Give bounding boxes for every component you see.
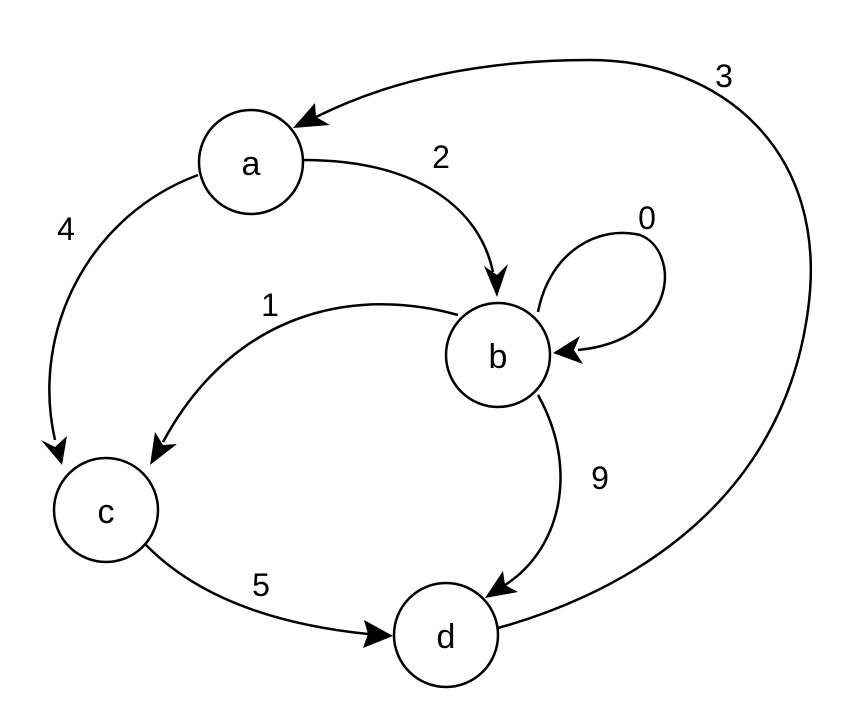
edge-label-b-c: 1: [261, 287, 279, 323]
node-label-a: a: [242, 145, 261, 183]
arrowhead: [484, 264, 508, 297]
node-a: a: [197, 108, 305, 216]
arrowhead: [41, 436, 67, 465]
arrowhead: [150, 432, 177, 465]
edge-label-a-c: 4: [57, 211, 75, 247]
edge-label-c-d: 5: [252, 567, 270, 603]
edge-label-b-d: 9: [591, 460, 609, 496]
node-label-b: b: [489, 338, 508, 376]
edge-label-b-b: 0: [638, 200, 656, 236]
edge-b-d: 9: [485, 394, 609, 598]
node-label-d: d: [437, 618, 456, 656]
arrowhead: [293, 103, 330, 128]
node-b: b: [444, 301, 552, 409]
node-c: c: [52, 456, 160, 564]
edge-label-d-a: 3: [715, 58, 733, 94]
arrowhead: [485, 571, 518, 598]
node-label-c: c: [98, 493, 115, 531]
edge-b-b: 0: [536, 200, 667, 364]
edge-label-a-b: 2: [432, 139, 450, 175]
arrowhead: [363, 620, 393, 648]
arrowhead: [553, 336, 583, 364]
edge-a-b: 2: [302, 139, 508, 297]
node-d: d: [392, 581, 500, 689]
edge-d-a: 3: [293, 58, 813, 630]
edge-c-d: 5: [145, 544, 393, 648]
edge-a-c: 4: [41, 173, 199, 465]
edge-b-c: 1: [150, 287, 459, 465]
